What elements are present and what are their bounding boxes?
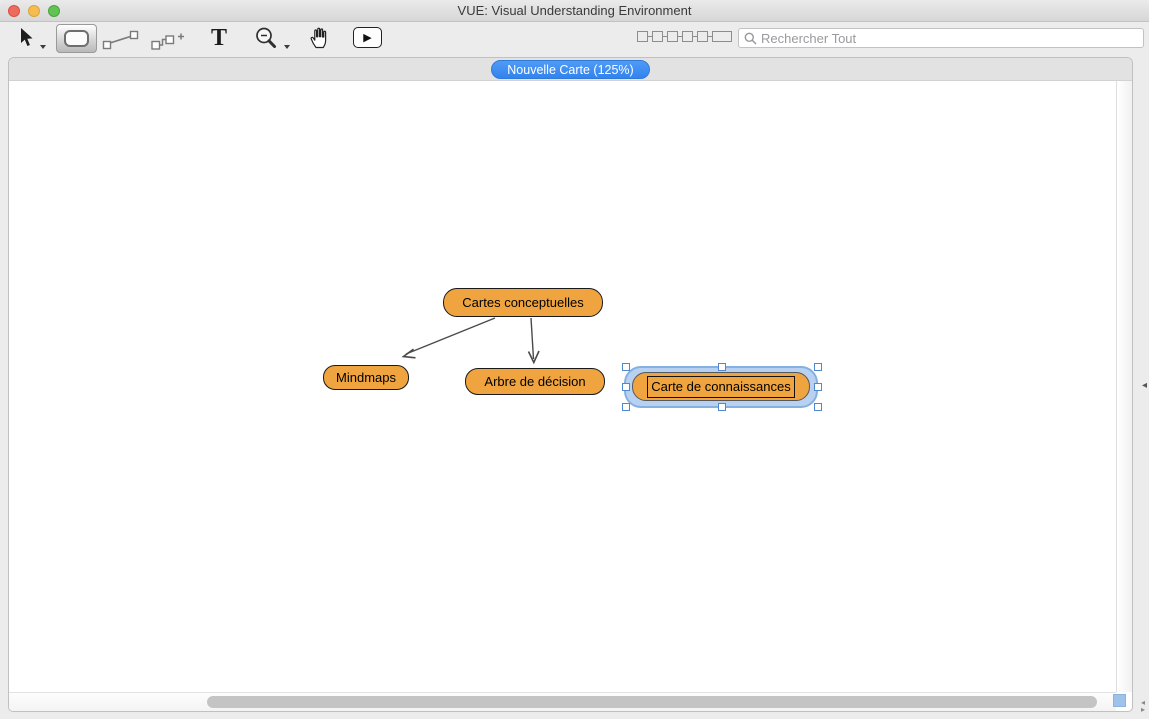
map-link[interactable]: [527, 317, 540, 365]
tab-nouvelle-carte[interactable]: Nouvelle Carte (125%): [491, 60, 650, 79]
hand-icon: [310, 27, 327, 48]
maximize-button[interactable]: [48, 5, 60, 17]
rounded-rectangle-icon: [64, 30, 89, 47]
play-icon: ▶: [363, 32, 372, 44]
link-line-icon: [102, 30, 139, 50]
map-canvas[interactable]: Cartes conceptuelles Mindmaps Arbre de d…: [9, 81, 1116, 692]
selection-handle-top-left[interactable]: [622, 363, 630, 371]
magnifier-icon: [256, 27, 276, 48]
slide-segment[interactable]: [667, 31, 678, 42]
slide-segment-link: [693, 36, 697, 37]
node-label: Cartes conceptuelles: [462, 295, 584, 310]
close-button[interactable]: [8, 5, 20, 17]
horizontal-scrollbar-thumb[interactable]: [207, 696, 1097, 708]
search-icon: [744, 32, 757, 45]
selection-handle-mid-left[interactable]: [622, 383, 630, 391]
slide-segment-link: [663, 36, 667, 37]
selection-tool-dropdown-caret-icon[interactable]: [40, 45, 46, 49]
slide-segment[interactable]: [682, 31, 693, 42]
tab-strip: Nouvelle Carte (125%): [9, 58, 1132, 81]
toolbar: T ▶: [0, 22, 1149, 57]
pathway-add-tool[interactable]: [150, 31, 190, 51]
vertical-scrollbar[interactable]: [1116, 81, 1132, 692]
link-tool[interactable]: [101, 29, 141, 51]
slide-segment-link: [648, 36, 652, 37]
selection-handle-bottom-left[interactable]: [622, 403, 630, 411]
node-tool[interactable]: [56, 24, 97, 53]
zoom-tool-dropdown-caret-icon[interactable]: [284, 45, 290, 49]
search-input[interactable]: [761, 30, 1138, 46]
window-title: VUE: Visual Understanding Environment: [457, 3, 692, 18]
presentation-tool[interactable]: ▶: [353, 27, 382, 48]
titlebar: VUE: Visual Understanding Environment: [0, 0, 1149, 22]
slide-segment-link: [678, 36, 682, 37]
horizontal-scrollbar[interactable]: [9, 692, 1116, 711]
selection-handle-top-right[interactable]: [814, 363, 822, 371]
minimize-button[interactable]: [28, 5, 40, 17]
selection-handle-mid-right[interactable]: [814, 383, 822, 391]
zoom-tool[interactable]: [254, 26, 280, 51]
scroll-corner-overview-box[interactable]: [1113, 694, 1126, 707]
letter-t-icon: T: [210, 24, 227, 51]
map-links-layer: [401, 317, 540, 365]
text-tool[interactable]: T: [206, 23, 232, 53]
add-node-icon: [151, 33, 184, 50]
corner-resize-arrows-icon[interactable]: ◂▸: [1140, 698, 1145, 714]
map-node[interactable]: Mindmaps: [323, 365, 409, 390]
map-node[interactable]: Cartes conceptuelles: [443, 288, 603, 317]
map-viewport-frame: Nouvelle Carte (125%) Cartes conceptuell…: [8, 57, 1133, 712]
node-label: Mindmaps: [336, 370, 396, 385]
map-node[interactable]: Arbre de décision: [465, 368, 605, 395]
slide-strip-widget[interactable]: [637, 31, 732, 42]
search-box[interactable]: [738, 28, 1144, 48]
cursor-arrow-icon: [21, 28, 33, 46]
selection-handle-top-center[interactable]: [718, 363, 726, 371]
selection-handle-bottom-right[interactable]: [814, 403, 822, 411]
map-node-selected[interactable]: Carte de connaissances: [632, 372, 810, 401]
slide-segment[interactable]: [652, 31, 663, 42]
node-label-edit-box[interactable]: Carte de connaissances: [647, 375, 795, 398]
node-label: Arbre de décision: [484, 374, 586, 389]
slide-segment[interactable]: [697, 31, 708, 42]
slide-segment-wide[interactable]: [712, 31, 732, 42]
slide-segment-link: [708, 36, 712, 37]
right-panel-collapse-chevron-icon[interactable]: ◂: [1141, 380, 1147, 391]
selection-handle-bottom-center[interactable]: [718, 403, 726, 411]
map-link[interactable]: [401, 317, 496, 359]
pan-tool[interactable]: [307, 25, 331, 50]
slide-segment[interactable]: [637, 31, 648, 42]
selection-tool[interactable]: [18, 27, 36, 49]
traffic-lights: [8, 5, 60, 17]
